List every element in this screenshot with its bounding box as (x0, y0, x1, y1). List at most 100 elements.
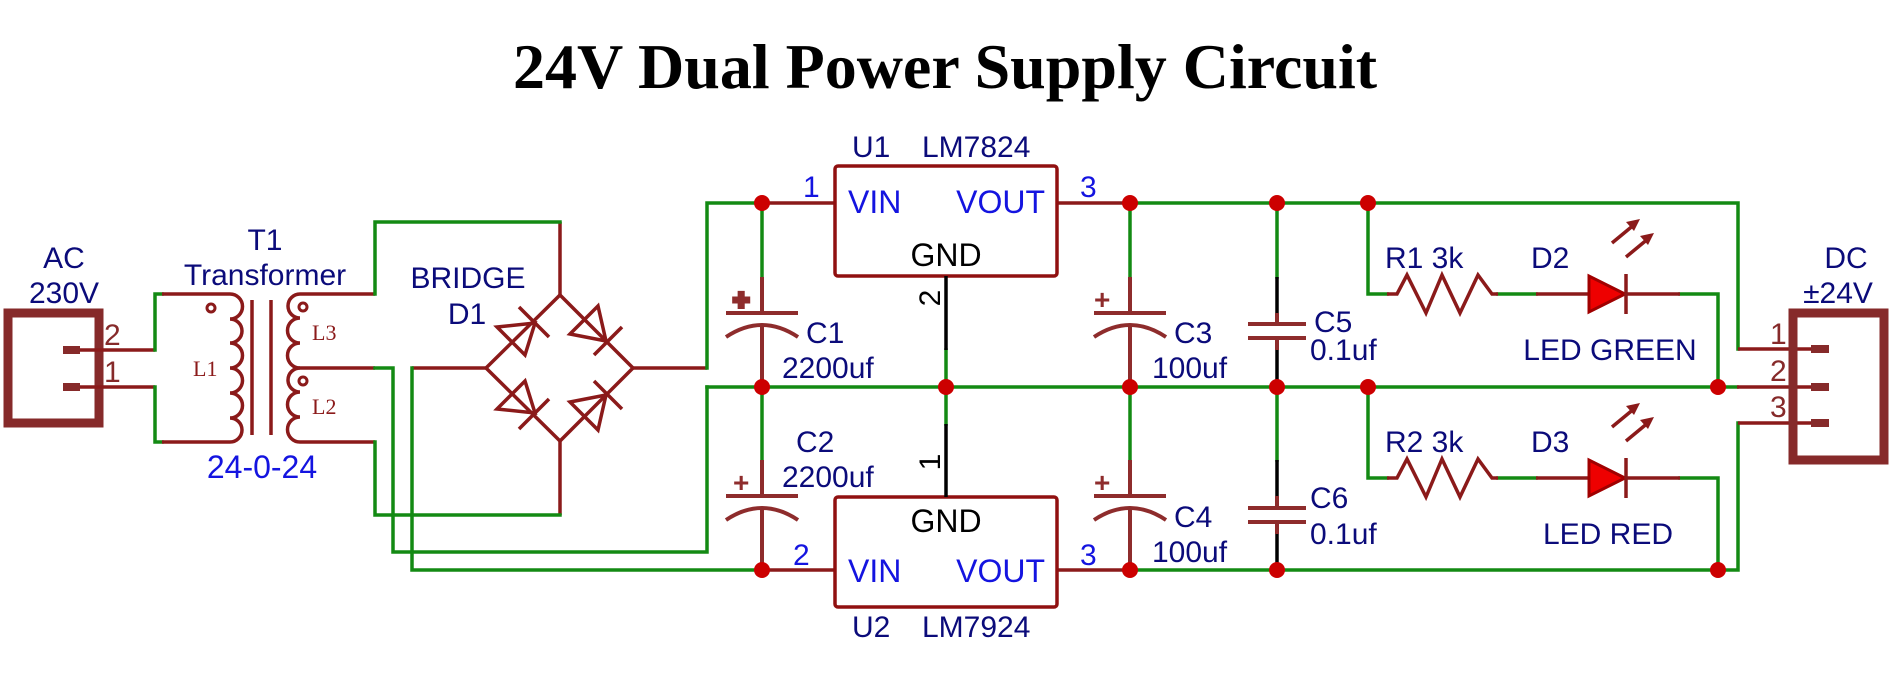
dc-label: DC (1824, 242, 1867, 275)
ac-input-connector: 2 1 AC 230V (3, 242, 155, 428)
resistor-zigzag-icon (1387, 454, 1498, 502)
u2-gnd-label: GND (910, 503, 981, 539)
ac-voltage-label: 230V (29, 277, 99, 310)
u1-pin-number: 3 (1080, 171, 1097, 204)
led-label: LED RED (1543, 518, 1673, 551)
wiring (373, 201, 1740, 572)
bridge-type: BRIDGE (410, 262, 525, 295)
capacitor-c1: + C1 2200uf (724, 277, 874, 387)
secondary-coil-l2 (285, 366, 301, 444)
resistor-r1: R1 3k (1385, 242, 1498, 318)
u1-gnd-label: GND (910, 237, 981, 273)
wire (153, 292, 164, 352)
ac-connector-body (3, 308, 104, 428)
capacitor-ref: C4 (1174, 501, 1212, 534)
junction-dot (1360, 379, 1376, 395)
junction-dot (1710, 562, 1726, 578)
u2-pin-number: 3 (1080, 539, 1097, 572)
capacitor-ref: C5 (1314, 306, 1352, 339)
dc-output-connector: 1 2 3 DC ±24V (1737, 242, 1889, 465)
u2-ref: U2 (852, 611, 890, 644)
capacitor-c3: + C3 100uf (1092, 277, 1228, 387)
light-emission-arrows-icon (1610, 403, 1654, 443)
junction-dot (1269, 562, 1285, 578)
bridge-diode-icon (493, 305, 551, 359)
ac-pin-number: 2 (104, 319, 121, 352)
capacitor-ref: C2 (796, 426, 834, 459)
wire (1678, 476, 1720, 572)
capacitor-value: 2200uf (782, 352, 874, 385)
resistor-label: R2 3k (1385, 426, 1464, 459)
led-triangle-icon (1587, 457, 1629, 499)
u1-ref: U1 (852, 131, 890, 164)
bridge-rectifier-d1: BRIDGE D1 (410, 222, 707, 515)
bridge-diamond (483, 292, 636, 444)
dc-pin-number: 3 (1770, 391, 1787, 424)
u1-vin-label: VIN (848, 184, 901, 220)
resistor-r2: R2 3k (1385, 426, 1498, 502)
coil-label: L1 (193, 356, 217, 381)
polarity-plus-icon: + (733, 467, 749, 498)
primary-coil-l1 (229, 292, 245, 444)
junction-dot (754, 195, 770, 211)
junctions (754, 195, 1726, 578)
u2-vout-label: VOUT (956, 553, 1045, 589)
u1-part: LM7824 (922, 131, 1030, 164)
coil-label: L3 (312, 320, 336, 345)
u1-pin-number: 2 (914, 290, 947, 307)
polarity-dot-icon (297, 301, 309, 313)
capacitor-c2: + C2 2200uf (724, 426, 874, 570)
capacitor-ref: C1 (806, 317, 844, 350)
bridge-diode-icon (566, 379, 624, 434)
junction-dot (754, 562, 770, 578)
negative-rail (1128, 421, 1740, 572)
positive-rail (1128, 201, 1740, 351)
wire (410, 366, 764, 572)
ac-pin-number: 1 (104, 356, 121, 389)
wire (1366, 201, 1389, 296)
resistor-label: R1 3k (1385, 242, 1464, 275)
led-label: LED GREEN (1523, 334, 1696, 367)
transformer-type: Transformer (184, 259, 346, 292)
polarity-plus-icon: + (1094, 467, 1110, 498)
led-triangle-icon (1587, 273, 1629, 315)
wire (1678, 292, 1720, 389)
junction-dot (1360, 195, 1376, 211)
diagram-title: 24V Dual Power Supply Circuit (513, 31, 1378, 102)
capacitor-c6: C6 0.1uf (1248, 460, 1377, 570)
led-ref: D2 (1531, 242, 1569, 275)
dc-voltage-label: ±24V (1803, 277, 1873, 310)
junction-dot (938, 379, 954, 395)
polarity-dot-icon (297, 375, 309, 387)
light-emission-arrows-icon (1610, 219, 1654, 259)
u2-vin-label: VIN (848, 553, 901, 589)
regulator-u2: VIN VOUT GND 2 3 1 U2 LM7924 (762, 424, 1130, 644)
polarity-plus-icon: + (1094, 284, 1110, 315)
u1-vout-label: VOUT (956, 184, 1045, 220)
wire (153, 385, 164, 444)
resistor-zigzag-icon (1387, 270, 1498, 318)
capacitor-value: 0.1uf (1310, 518, 1377, 551)
u2-pin-number: 1 (914, 454, 947, 471)
capacitor-value: 2200uf (782, 461, 874, 494)
led-d2: D2 LED GREEN (1523, 219, 1697, 367)
junction-dot (1710, 379, 1726, 395)
junction-dot (1269, 195, 1285, 211)
bridge-ref: D1 (448, 298, 486, 331)
dc-connector-body (1788, 308, 1889, 465)
capacitor-ref: C3 (1174, 317, 1212, 350)
junction-dot (1122, 195, 1138, 211)
polarity-plus-icon: + (733, 284, 749, 315)
transformer-ref: T1 (247, 224, 282, 257)
wire (373, 366, 709, 554)
bridge-diode-icon (493, 377, 551, 431)
wire (1366, 385, 1389, 480)
transformer-t1: L1 L3 L2 T1 Transformer 24-0-24 (153, 224, 375, 485)
junction-dot (1122, 562, 1138, 578)
capacitor-ref: C6 (1310, 482, 1348, 515)
polarity-dot-icon (205, 302, 217, 314)
led-d3: D3 LED RED (1531, 403, 1680, 551)
wire (373, 220, 562, 296)
capacitor-value: 100uf (1152, 536, 1228, 569)
